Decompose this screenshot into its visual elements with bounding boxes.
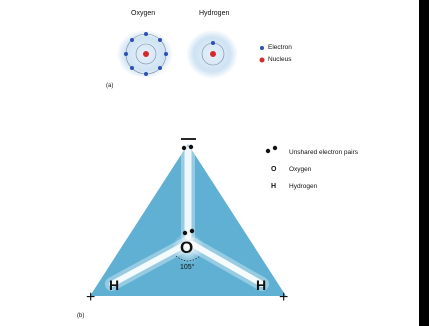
left-positive-charge: + [86,289,96,306]
panel-a-label: (a) [106,83,114,89]
electron-legend-label: Electron [268,44,292,51]
panel-b-label: (b) [77,313,85,319]
oxygen-symbol: O [180,238,194,257]
electron [130,38,134,42]
figure-panel: Oxygen Hydrogen [0,0,419,326]
right-positive-charge: + [279,289,289,306]
electron-legend-marker [260,46,264,50]
electron-dot [189,228,195,234]
hydrogen-atom-title: Hydrogen [199,10,230,17]
water-molecule-diagram [90,138,286,296]
pairs-legend-label: Unshared electron pairs [289,149,359,156]
nucleus-legend-label: Nucleus [268,56,292,63]
oxygen-atom-model [116,29,174,79]
electron [130,66,134,70]
electron-dot [188,144,194,150]
nucleus-legend-marker [259,57,265,63]
electron [164,52,168,56]
electron-dot [265,148,271,154]
oxygen-electrons [124,32,168,76]
electron-pair-dots [181,144,195,236]
hydrogen-nucleus [210,51,216,57]
electron-dot [272,145,278,151]
hydrogen-legend-label: Hydrogen [289,183,318,190]
hydrogen-atom-model [186,29,239,80]
electron [144,72,148,76]
electron [158,66,162,70]
electron [158,38,162,42]
electron-dot [182,230,188,236]
oxygen-atom-title: Oxygen [131,10,156,17]
left-hydrogen-symbol: H [109,277,120,293]
electron [124,52,128,56]
electron [144,32,148,36]
electron-dot [181,145,187,151]
hydrogen-legend-key: H [271,183,277,190]
oxygen-nucleus [143,51,149,57]
bond-angle-arc [175,255,201,262]
oxygen-legend-key: O [271,166,277,173]
right-hydrogen-symbol: H [256,277,267,293]
oxygen-legend-label: Oxygen [289,166,312,173]
bond-angle-label: 105° [180,264,195,271]
oxygen-center-glow [172,232,204,264]
electron [211,41,215,45]
oxygen-inner-orbit [135,43,157,65]
pairs-legend-marker [265,145,278,154]
